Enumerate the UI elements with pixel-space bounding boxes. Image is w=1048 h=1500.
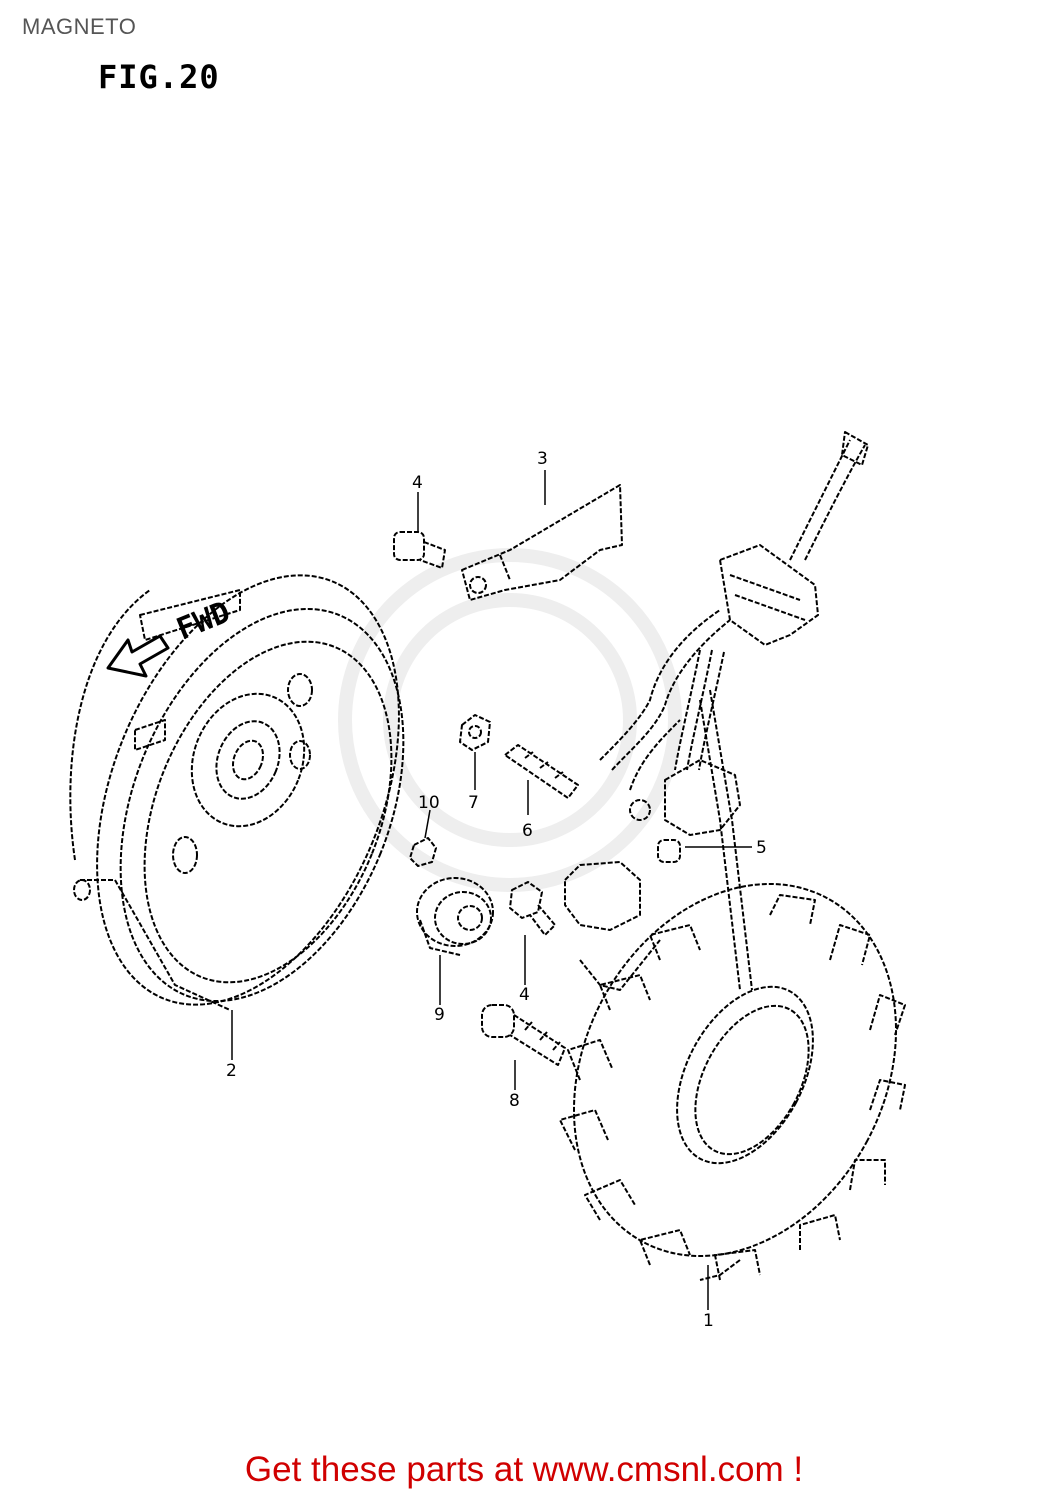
- watermark-logo: [338, 548, 682, 892]
- forward-arrow-icon: [106, 634, 170, 678]
- callout-8: 8: [509, 1091, 520, 1111]
- bolt-long-part: [481, 1004, 566, 1066]
- page-title: MAGNETO: [22, 14, 137, 39]
- fwd-label: FWD: [172, 595, 235, 648]
- nut-part: [459, 714, 491, 751]
- stator-part: [559, 882, 906, 1281]
- callout-6: 6: [522, 821, 533, 841]
- bracket-part: [461, 484, 623, 601]
- bolt-bottom-part: [509, 881, 556, 936]
- callout-1: 1: [703, 1311, 714, 1331]
- collar-nut-part: [416, 877, 494, 956]
- callout-2: 2: [226, 1061, 237, 1081]
- callout-10: 10: [418, 793, 440, 813]
- wire-harness: [674, 431, 869, 771]
- stud-part: [504, 744, 579, 799]
- callout-9: 9: [434, 1005, 445, 1025]
- leader-lines: [231, 470, 752, 1310]
- callout-4-bottom: 4: [519, 985, 530, 1005]
- figure-number: FIG.20: [98, 58, 220, 96]
- callout-3: 3: [537, 449, 548, 469]
- callout-4-top: 4: [412, 473, 423, 493]
- bolt-top-part: [393, 531, 446, 569]
- footer-link-text[interactable]: Get these parts at www.cmsnl.com !: [244, 1450, 804, 1489]
- key-part: [409, 837, 437, 867]
- pickup-coil-part: [564, 609, 753, 991]
- rotor-flywheel-part: [69, 574, 405, 1011]
- callout-7: 7: [468, 793, 479, 813]
- callout-5: 5: [756, 838, 767, 858]
- callout-numbers: 1 2 3 4 4 5 6 7 8 9 10: [226, 449, 767, 1331]
